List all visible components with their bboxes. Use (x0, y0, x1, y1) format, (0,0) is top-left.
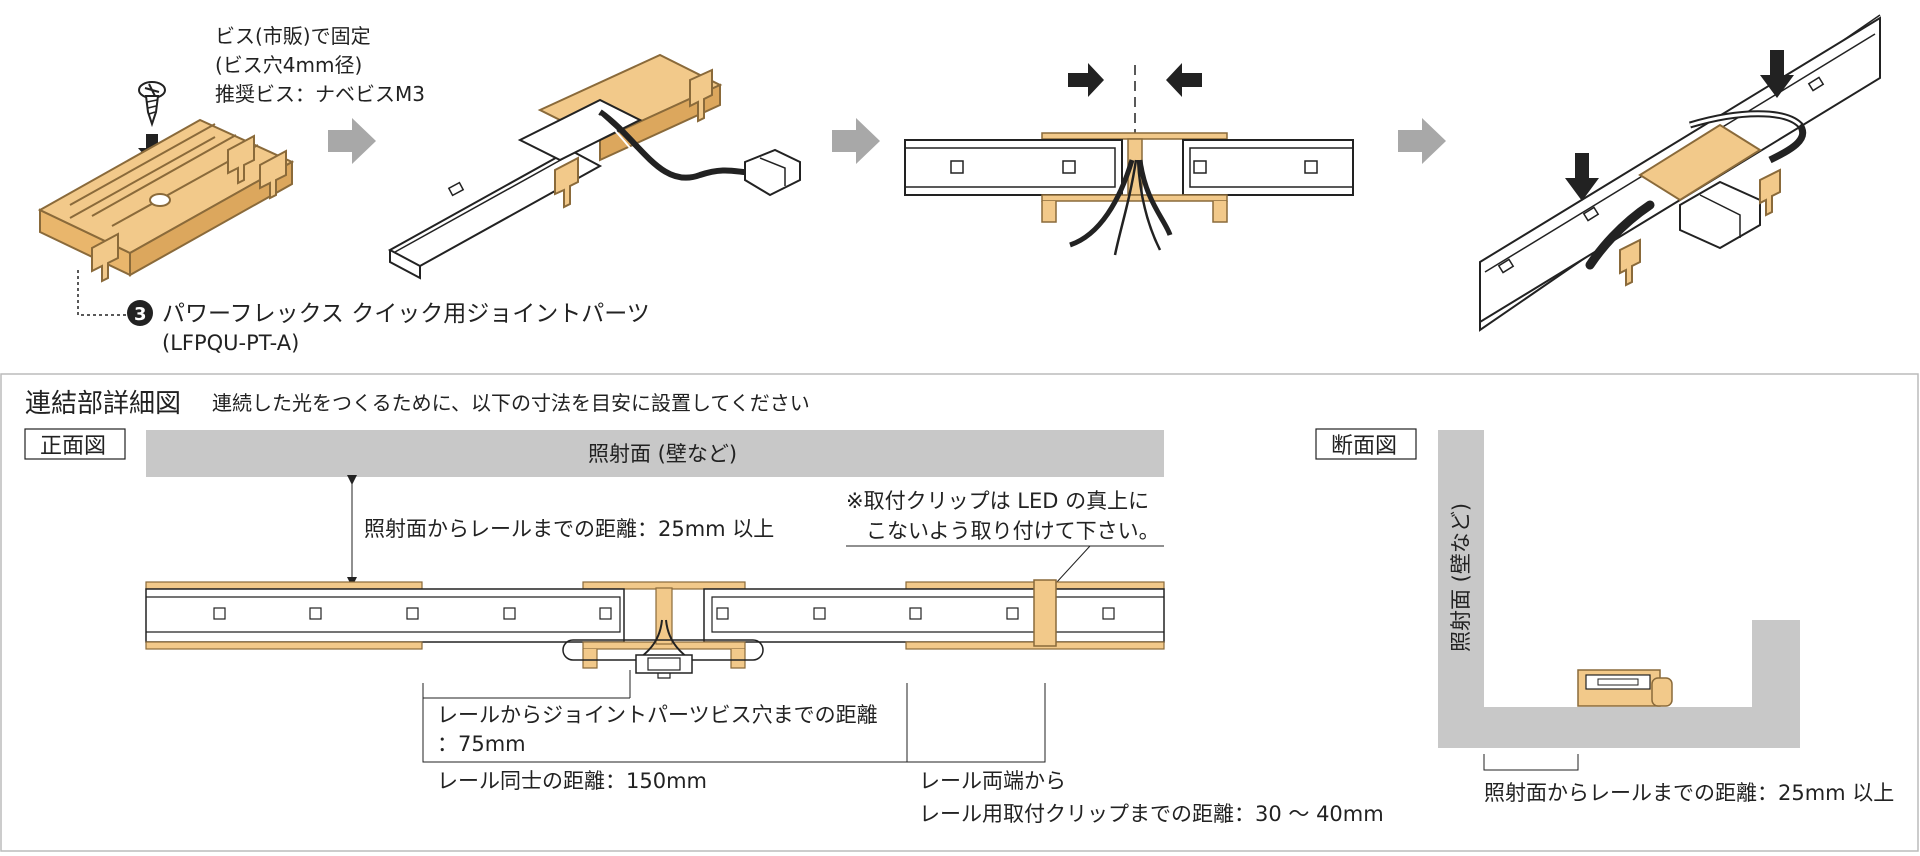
screw-icon (138, 81, 166, 128)
section-dist: 照射面からレールまでの距離：25mm 以上 (1484, 781, 1894, 805)
push-down-arrow-icon-2 (1565, 153, 1599, 201)
push-down-arrow-icon (1760, 50, 1794, 98)
step4-strips-pushed (1479, 0, 1881, 332)
dist-rails: レール同士の距離：150mm (437, 769, 707, 793)
step3-strips-meeting (904, 63, 1354, 256)
part-number: 3 (134, 304, 147, 325)
step1-joint-part (37, 81, 295, 316)
detail-heading: 連結部詳細図 (25, 389, 181, 419)
surface-label-vertical: 照射面 (壁など) (1449, 503, 1473, 652)
clip-note-line1: ※取付クリップは LED の真上に (846, 489, 1149, 513)
section-view (1438, 430, 1800, 748)
dist-surface-rail: 照射面からレールまでの距離：25mm 以上 (364, 517, 774, 541)
section-view-label: 断面図 (1331, 434, 1397, 459)
right-arrow-icon (1068, 63, 1104, 97)
left-arrow-icon (1166, 63, 1202, 97)
dist-clip-line2: レール用取付クリップまでの距離：30 〜 40mm (919, 802, 1384, 826)
part-name: パワーフレックス クイック用ジョイントパーツ (162, 301, 650, 327)
screw-note-line1: ビス(市販)で固定 (215, 24, 371, 48)
front-view-label: 正面図 (40, 434, 106, 459)
surface-label: 照射面 (壁など) (588, 442, 737, 466)
dist-joint-line1: レールからジョイントパーツビス穴までの距離 (437, 703, 878, 727)
screw-note-line2: (ビス穴4mm径) (215, 53, 362, 77)
screw-note-line3: 推奨ビス：ナベビスM3 (215, 82, 425, 106)
detail-frame (0, 373, 1919, 852)
step2-strip-on-joint (387, 53, 801, 280)
dist-clip-line1: レール両端から (919, 769, 1066, 793)
step-arrow-1 (328, 118, 376, 164)
part-number-badge: 3 (127, 300, 153, 326)
detail-subtitle: 連続した光をつくるために、以下の寸法を目安に設置してください (212, 391, 810, 415)
part-code: (LFPQU-PT-A) (162, 331, 299, 355)
step-arrow-2 (832, 118, 880, 164)
surface-bar (146, 430, 1164, 477)
step-arrow-3 (1398, 118, 1446, 164)
front-view-strip (145, 579, 1165, 679)
dist-joint-line2: ：75mm (437, 732, 526, 756)
clip-note-line2: こないよう取り付けて下さい。 (866, 519, 1160, 543)
